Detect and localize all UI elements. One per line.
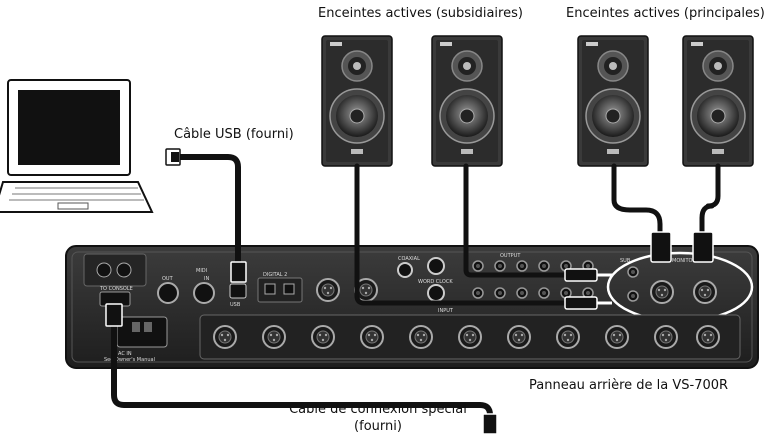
midi-text: MIDI [196, 268, 207, 274]
word-clock-text: WORD CLOCK [418, 279, 453, 285]
label-usb-cable: Câble USB (fourni) [174, 127, 294, 142]
sub-jack-plugs [564, 268, 612, 310]
speaker-sub-right [431, 35, 503, 167]
label-special-cable-line1: Câble de connexion spécial [289, 402, 467, 417]
output-text: OUTPUT [500, 253, 521, 259]
midi-out-text: OUT [162, 276, 174, 282]
laptop-icon [0, 79, 154, 213]
sub-text: SUB [620, 258, 631, 264]
see-manual-text: See Owner's Manual [104, 357, 155, 363]
console-plug-panel [105, 303, 123, 327]
vs700r-rear-panel: TO CONSOLE MIDI OUT IN DIGITAL 2 COAXIAL… [65, 245, 759, 369]
input-text: INPUT [438, 308, 454, 314]
main-left-cable [611, 163, 663, 239]
main-xlr-plugs [650, 231, 714, 263]
main-right-cable [699, 163, 721, 239]
digital2-text: DIGITAL 2 [263, 272, 287, 278]
console-cable [111, 313, 493, 423]
midi-in-text: IN [204, 276, 209, 282]
monitor-main-text: MONITOR MAIN [672, 258, 711, 264]
usb-port-text: USB [230, 302, 241, 308]
coaxial-text: COAXIAL [398, 256, 420, 262]
ac-in-text: AC IN [118, 351, 132, 357]
label-special-cable-line2: (fourni) [354, 419, 402, 434]
console-plug-end [482, 413, 498, 435]
to-console-text: TO CONSOLE [99, 286, 133, 292]
speaker-sub-left [321, 35, 393, 167]
usb-cable [173, 154, 241, 271]
label-speakers-sub: Enceintes actives (subsidiaires) [318, 6, 523, 21]
speaker-main-left [577, 35, 649, 167]
usb-plug-laptop [165, 148, 181, 166]
usb-plug-panel [230, 261, 247, 283]
speaker-main-right [682, 35, 754, 167]
label-speakers-main: Enceintes actives (principales) [566, 6, 765, 21]
label-rear-panel: Panneau arrière de la VS-700R [529, 378, 729, 393]
